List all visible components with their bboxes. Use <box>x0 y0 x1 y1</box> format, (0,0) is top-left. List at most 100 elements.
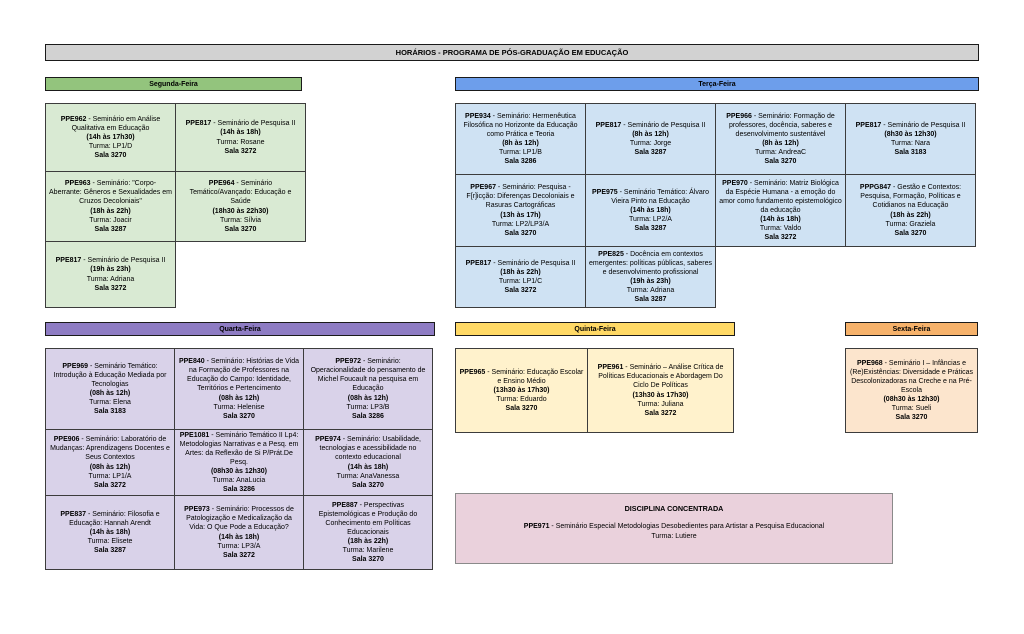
course-title: - Seminário de Pesquisa II <box>621 121 706 129</box>
course-title: - Seminário: Processos de Patologização … <box>186 506 294 532</box>
course-time: (08h às 12h) <box>218 394 260 402</box>
course-code: PPE968 <box>857 359 883 367</box>
course-heading: PPE964 - Seminário Temático/Avançado: Ed… <box>179 179 302 206</box>
course-heading: PPE965 - Seminário: Educação Escolar e E… <box>459 368 584 386</box>
table-row: PPE817 - Seminário de Pesquisa II (18h à… <box>455 246 976 308</box>
course-code: PPE972 <box>335 358 361 366</box>
course-turma: Turma: Helenise <box>213 403 265 411</box>
course-code: PPE973 <box>184 506 210 514</box>
cell-pppg847: PPPG847 - Gestão e Contextos: Pesquisa, … <box>845 174 976 247</box>
cell-ppe968: PPE968 - Seminário I – Infâncias e (Re)E… <box>845 348 978 433</box>
course-heading: PPE974 - Seminário: Usabilidade, tecnolo… <box>307 435 429 462</box>
course-code: PPE963 <box>64 180 91 188</box>
course-code: PPE964 <box>208 180 235 188</box>
course-code: PPE817 <box>185 120 212 128</box>
course-title: - Seminário I – Infâncias e (Re)Existênc… <box>850 359 973 394</box>
course-turma: Turma: Elisete <box>87 538 133 546</box>
course-heading: PPPG847 - Gestão e Contextos: Pesquisa, … <box>849 183 972 210</box>
course-turma: Turma: Juliana <box>637 400 684 408</box>
cell-ppe970: PPE970 - Seminário: Matriz Biológica da … <box>715 174 846 247</box>
course-turma: Turma: Jorge <box>629 140 672 147</box>
course-code: PPE825 <box>598 250 624 258</box>
course-code: PPE974 <box>315 436 341 444</box>
course-code: PPE970 <box>722 179 748 187</box>
course-heading: PPE934 - Seminário: Hermenêutica Filosóf… <box>459 112 582 139</box>
course-code: PPE840 <box>178 358 205 366</box>
course-turma: Turma: Sueli <box>891 405 932 413</box>
course-heading: PPE962 - Seminário em Análise Qualitativ… <box>49 115 172 133</box>
course-sala: Sala 3270 <box>764 158 797 166</box>
course-code: PPE817 <box>55 257 82 265</box>
course-turma: Turma: Lutiere <box>651 532 697 540</box>
cell-ppe817-rosane: PPE817 - Seminário de Pesquisa II (14h à… <box>175 103 306 172</box>
course-title: - Seminário: Matriz Biológica da Espécie… <box>719 179 842 214</box>
course-title: - Seminário de Pesquisa II <box>81 257 166 265</box>
course-title: - Docência em contextos emergentes: polí… <box>589 250 712 276</box>
course-heading: PPE837 - Seminário: Filosofia e Educação… <box>49 510 171 528</box>
course-sala: Sala 3270 <box>505 405 538 413</box>
table-row: PPE934 - Seminário: Hermenêutica Filosóf… <box>455 103 976 175</box>
cell-ppe973: PPE973 - Seminário: Processos de Patolog… <box>174 495 304 570</box>
course-time: (14h às 18h) <box>220 129 261 137</box>
course-time: (19h às 23h) <box>90 266 131 274</box>
course-heading: PPE972 - Seminário: Operacionalidade do … <box>307 357 429 393</box>
course-time: (14h às 18h) <box>89 528 131 536</box>
course-heading: PPE817 - Seminário de Pesquisa II <box>56 256 166 265</box>
course-title: - Seminário: Operacionalidade do pensame… <box>310 358 426 393</box>
course-code: PPE906 <box>53 436 80 444</box>
cell-ppe817-lp1c: PPE817 - Seminário de Pesquisa II (18h à… <box>455 246 586 308</box>
course-time: (08h às 12h) <box>347 394 389 402</box>
course-time: (14h às 18h) <box>218 533 260 541</box>
course-sala: Sala 3270 <box>894 229 927 237</box>
course-sala: Sala 3287 <box>634 225 667 233</box>
course-sala: Sala 3272 <box>224 147 257 155</box>
course-time: (18h às 22h) <box>347 538 389 546</box>
course-heading: PPE817 - Seminário de Pesquisa II <box>856 121 966 130</box>
course-time: (8h às 12h) <box>762 140 799 147</box>
course-sala: Sala 3286 <box>504 158 537 166</box>
course-sala: Sala 3287 <box>94 547 126 555</box>
course-heading: PPE970 - Seminário: Matriz Biológica da … <box>719 179 842 215</box>
course-time: (08h às 12h) <box>89 463 131 471</box>
thursday-table: PPE965 - Seminário: Educação Escolar e E… <box>455 348 734 433</box>
course-heading: PPE968 - Seminário I – Infâncias e (Re)E… <box>849 359 974 395</box>
course-heading: PPE963 - Seminário: "Corpo-Aberrante: Gê… <box>49 179 172 206</box>
course-sala: Sala 3270 <box>504 229 537 237</box>
course-heading: PPE817 - Seminário de Pesquisa II <box>596 121 706 130</box>
course-time: (08h30 às 12h30) <box>883 396 940 404</box>
course-title: - Seminário: Pesquisa - F[r]icção: Difer… <box>466 184 575 210</box>
course-time: (08h às 12h) <box>89 390 131 397</box>
cell-ppe934: PPE934 - Seminário: Hermenêutica Filosóf… <box>455 103 586 175</box>
course-time: (8h30 às 12h30) <box>884 130 937 138</box>
course-turma: Turma: AnaLucia <box>212 477 266 485</box>
course-heading: PPE975 - Seminário Temático: Álvaro Viei… <box>589 188 712 206</box>
course-sala: Sala 3272 <box>764 234 797 242</box>
course-turma: Turma: Sílvia <box>220 216 261 224</box>
course-title: - Seminário Temático: Álvaro Vieira Pint… <box>611 188 709 205</box>
course-sala: Sala 3287 <box>634 149 667 157</box>
course-sala: Sala 3183 <box>94 408 126 416</box>
course-sala: Sala 3270 <box>352 556 384 564</box>
course-title: - Seminário: Laboratório de Mudanças: Ap… <box>50 436 170 462</box>
course-turma: Turma: LP1/D <box>88 143 133 151</box>
cell-ppe974: PPE974 - Seminário: Usabilidade, tecnolo… <box>303 429 433 496</box>
course-code: PPE966 <box>726 112 752 120</box>
course-title: - Seminário: Educação Escolar e Ensino M… <box>485 368 584 385</box>
course-heading: PPE887 - Perspectivas Epistemológicas e … <box>307 501 429 537</box>
course-turma: Turma: Adriana <box>626 287 675 295</box>
course-heading: PPE817 - Seminário de Pesquisa II <box>186 119 296 128</box>
course-code: PPE967 <box>470 184 496 192</box>
course-turma: Turma: Adriana <box>86 275 135 283</box>
cell-ppe840: PPE840 - Seminário: Histórias de Vida na… <box>174 348 304 430</box>
course-sala: Sala 3272 <box>94 481 126 489</box>
course-turma: Turma: LP2/LP3/A <box>491 220 550 228</box>
cell-ppe817-jorge: PPE817 - Seminário de Pesquisa II (8h às… <box>585 103 716 175</box>
thursday-header: Quinta-Feira <box>455 322 735 336</box>
wednesday-header: Quarta-Feira <box>45 322 435 336</box>
course-heading: PPE840 - Seminário: Histórias de Vida na… <box>178 357 300 393</box>
course-turma: Turma: LP1/A <box>88 472 132 480</box>
table-row: PPE969 - Seminário Temático: Introdução … <box>45 348 433 430</box>
course-turma: Turma: Graziela <box>885 220 936 228</box>
course-sala: Sala 3286 <box>352 412 384 420</box>
